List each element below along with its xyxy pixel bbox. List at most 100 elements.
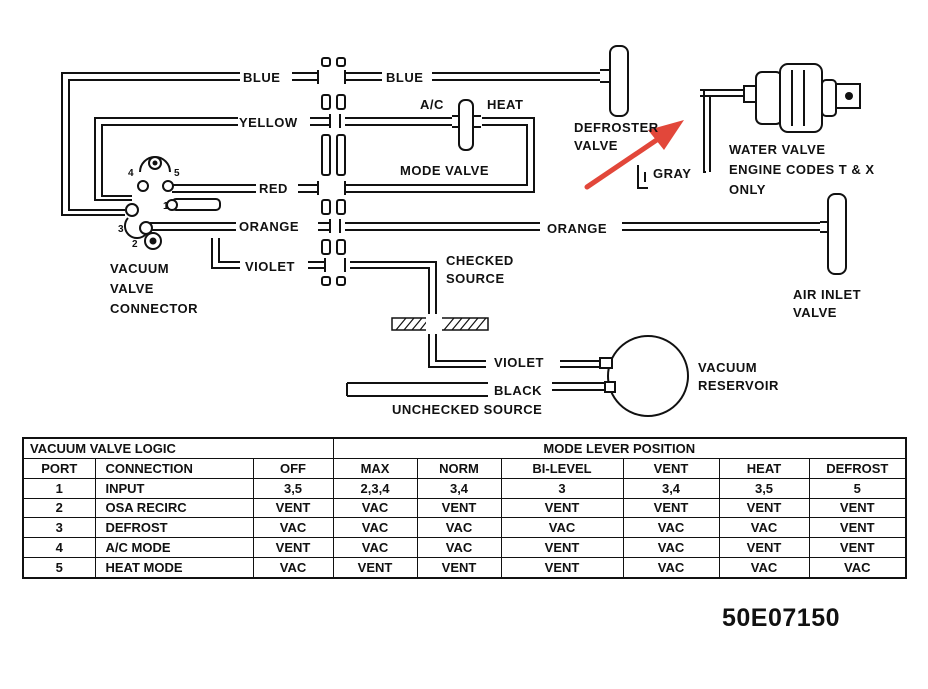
col-header: PORT xyxy=(22,457,96,479)
vacuum-reservoir-shape xyxy=(599,335,689,417)
table-cell: VENT xyxy=(500,537,624,559)
component-labels: A/C HEAT MODE VALVE DEFROSTER VALVE WATE… xyxy=(110,97,875,417)
table-cell: OSA RECIRC xyxy=(94,497,254,519)
table-cell: VENT xyxy=(416,557,502,579)
table-cell: INPUT xyxy=(94,477,254,499)
label-unchecked-source: UNCHECKED SOURCE xyxy=(392,402,542,417)
wire-label-gray: GRAY xyxy=(653,166,691,181)
mode-valve-shape xyxy=(452,99,481,151)
table-row: 3 DEFROST VAC VAC VAC VAC VAC VAC VENT xyxy=(22,517,907,539)
label-air-inlet-2: VALVE xyxy=(793,305,837,320)
label-mode-valve: MODE VALVE xyxy=(400,163,489,178)
table-cell: VAC xyxy=(416,537,502,559)
air-inlet-valve-shape xyxy=(820,193,847,275)
table-cell: VAC xyxy=(622,537,720,559)
label-checked-source-1: CHECKED xyxy=(446,253,514,268)
table-cell: 3,5 xyxy=(252,477,334,499)
table-cell: HEAT MODE xyxy=(94,557,254,579)
label-water-valve-3: ONLY xyxy=(729,182,766,197)
table-cell: 2 xyxy=(22,497,96,519)
label-heat: HEAT xyxy=(487,97,523,112)
wire-labels: BLUE BLUE YELLOW RED ORANGE ORANGE VIOLE… xyxy=(239,70,691,398)
firewall-hatch xyxy=(391,314,489,334)
bulkhead-connector xyxy=(317,57,346,286)
table-cell: VENT xyxy=(252,497,334,519)
col-header: BI-LEVEL xyxy=(500,457,624,479)
table-cell: 3 xyxy=(22,517,96,539)
port-number-3: 3 xyxy=(118,224,124,235)
table-cell: 3 xyxy=(500,477,624,499)
table-cell: VENT xyxy=(252,537,334,559)
label-water-valve-1: WATER VALVE xyxy=(729,142,826,157)
table-header-row: PORT CONNECTION OFF MAX NORM BI-LEVEL VE… xyxy=(22,457,907,479)
table-cell: VAC xyxy=(252,557,334,579)
label-defroster-valve-2: VALVE xyxy=(574,138,618,153)
wire-label-orange-left: ORANGE xyxy=(239,219,299,234)
table-cell: VAC xyxy=(718,517,810,539)
table-cell: VENT xyxy=(808,537,907,559)
label-vacuum-reservoir-2: RESERVOIR xyxy=(698,378,779,393)
table-cell: VENT xyxy=(332,557,418,579)
table-cell: 3,4 xyxy=(622,477,720,499)
label-air-inlet-1: AIR INLET xyxy=(793,287,861,302)
left-hose-loops xyxy=(61,72,256,269)
wire-stubs-left xyxy=(292,72,330,269)
table-cell: VAC xyxy=(718,557,810,579)
col-header: MAX xyxy=(332,457,418,479)
figure-code: 50E07150 xyxy=(722,604,841,632)
label-water-valve-2: ENGINE CODES T & X xyxy=(729,162,875,177)
label-connector-1: VACUUM xyxy=(110,261,169,276)
label-defroster-valve-1: DEFROSTER xyxy=(574,120,659,135)
label-checked-source-2: SOURCE xyxy=(446,271,505,286)
col-header: HEAT xyxy=(718,457,810,479)
table-title: VACUUM VALVE LOGIC xyxy=(22,437,334,459)
table-cell: VAC xyxy=(500,517,624,539)
table-cell: 2,3,4 xyxy=(332,477,418,499)
table-cell: VAC xyxy=(622,517,720,539)
label-connector-3: CONNECTOR xyxy=(110,301,198,316)
col-header: CONNECTION xyxy=(94,457,254,479)
col-header: VENT xyxy=(622,457,720,479)
table-cell: VENT xyxy=(718,537,810,559)
port-number-4: 4 xyxy=(128,168,134,179)
table-title-row: VACUUM VALVE LOGIC MODE LEVER POSITION xyxy=(22,437,907,459)
defroster-valve-shape xyxy=(600,45,629,117)
table-cell: DEFROST xyxy=(94,517,254,539)
table-cell: VAC xyxy=(808,557,907,579)
port-number-2: 2 xyxy=(132,239,138,250)
wire-label-red: RED xyxy=(259,181,288,196)
table-cell: 1 xyxy=(22,477,96,499)
wire-label-blue-left: BLUE xyxy=(243,70,280,85)
table-cell: VAC xyxy=(252,517,334,539)
table-cell: VAC xyxy=(332,497,418,519)
wire-label-orange-right: ORANGE xyxy=(547,221,607,236)
table-cell: VAC xyxy=(332,537,418,559)
table-cell: VENT xyxy=(808,517,907,539)
right-hose-lines xyxy=(345,72,820,397)
col-header: NORM xyxy=(416,457,502,479)
table-cell: VAC xyxy=(416,517,502,539)
wire-label-violet-left: VIOLET xyxy=(245,259,295,274)
wire-label-black: BLACK xyxy=(494,383,542,398)
port-numbers: 1 2 3 4 5 xyxy=(118,168,180,250)
wire-label-yellow: YELLOW xyxy=(239,115,298,130)
table-cell: VENT xyxy=(416,497,502,519)
label-ac: A/C xyxy=(420,97,444,112)
vacuum-valve-logic-table: VACUUM VALVE LOGIC MODE LEVER POSITION P… xyxy=(22,437,908,579)
port-number-5: 5 xyxy=(174,168,180,179)
table-row: 1 INPUT 3,5 2,3,4 3,4 3 3,4 3,5 5 xyxy=(22,477,907,499)
table-cell: VAC xyxy=(622,557,720,579)
label-connector-2: VALVE xyxy=(110,281,154,296)
table-cell: 3,4 xyxy=(416,477,502,499)
table-cell: 5 xyxy=(808,477,907,499)
table-cell: 4 xyxy=(22,537,96,559)
table-group-header: MODE LEVER POSITION xyxy=(332,437,907,459)
table-cell: VENT xyxy=(622,497,720,519)
table-cell: VENT xyxy=(500,557,624,579)
water-valve-shape xyxy=(743,63,861,133)
table-cell: 3,5 xyxy=(718,477,810,499)
table-cell: VENT xyxy=(718,497,810,519)
label-vacuum-reservoir-1: VACUUM xyxy=(698,360,757,375)
table-row: 4 A/C MODE VENT VAC VAC VENT VAC VENT VE… xyxy=(22,537,907,559)
